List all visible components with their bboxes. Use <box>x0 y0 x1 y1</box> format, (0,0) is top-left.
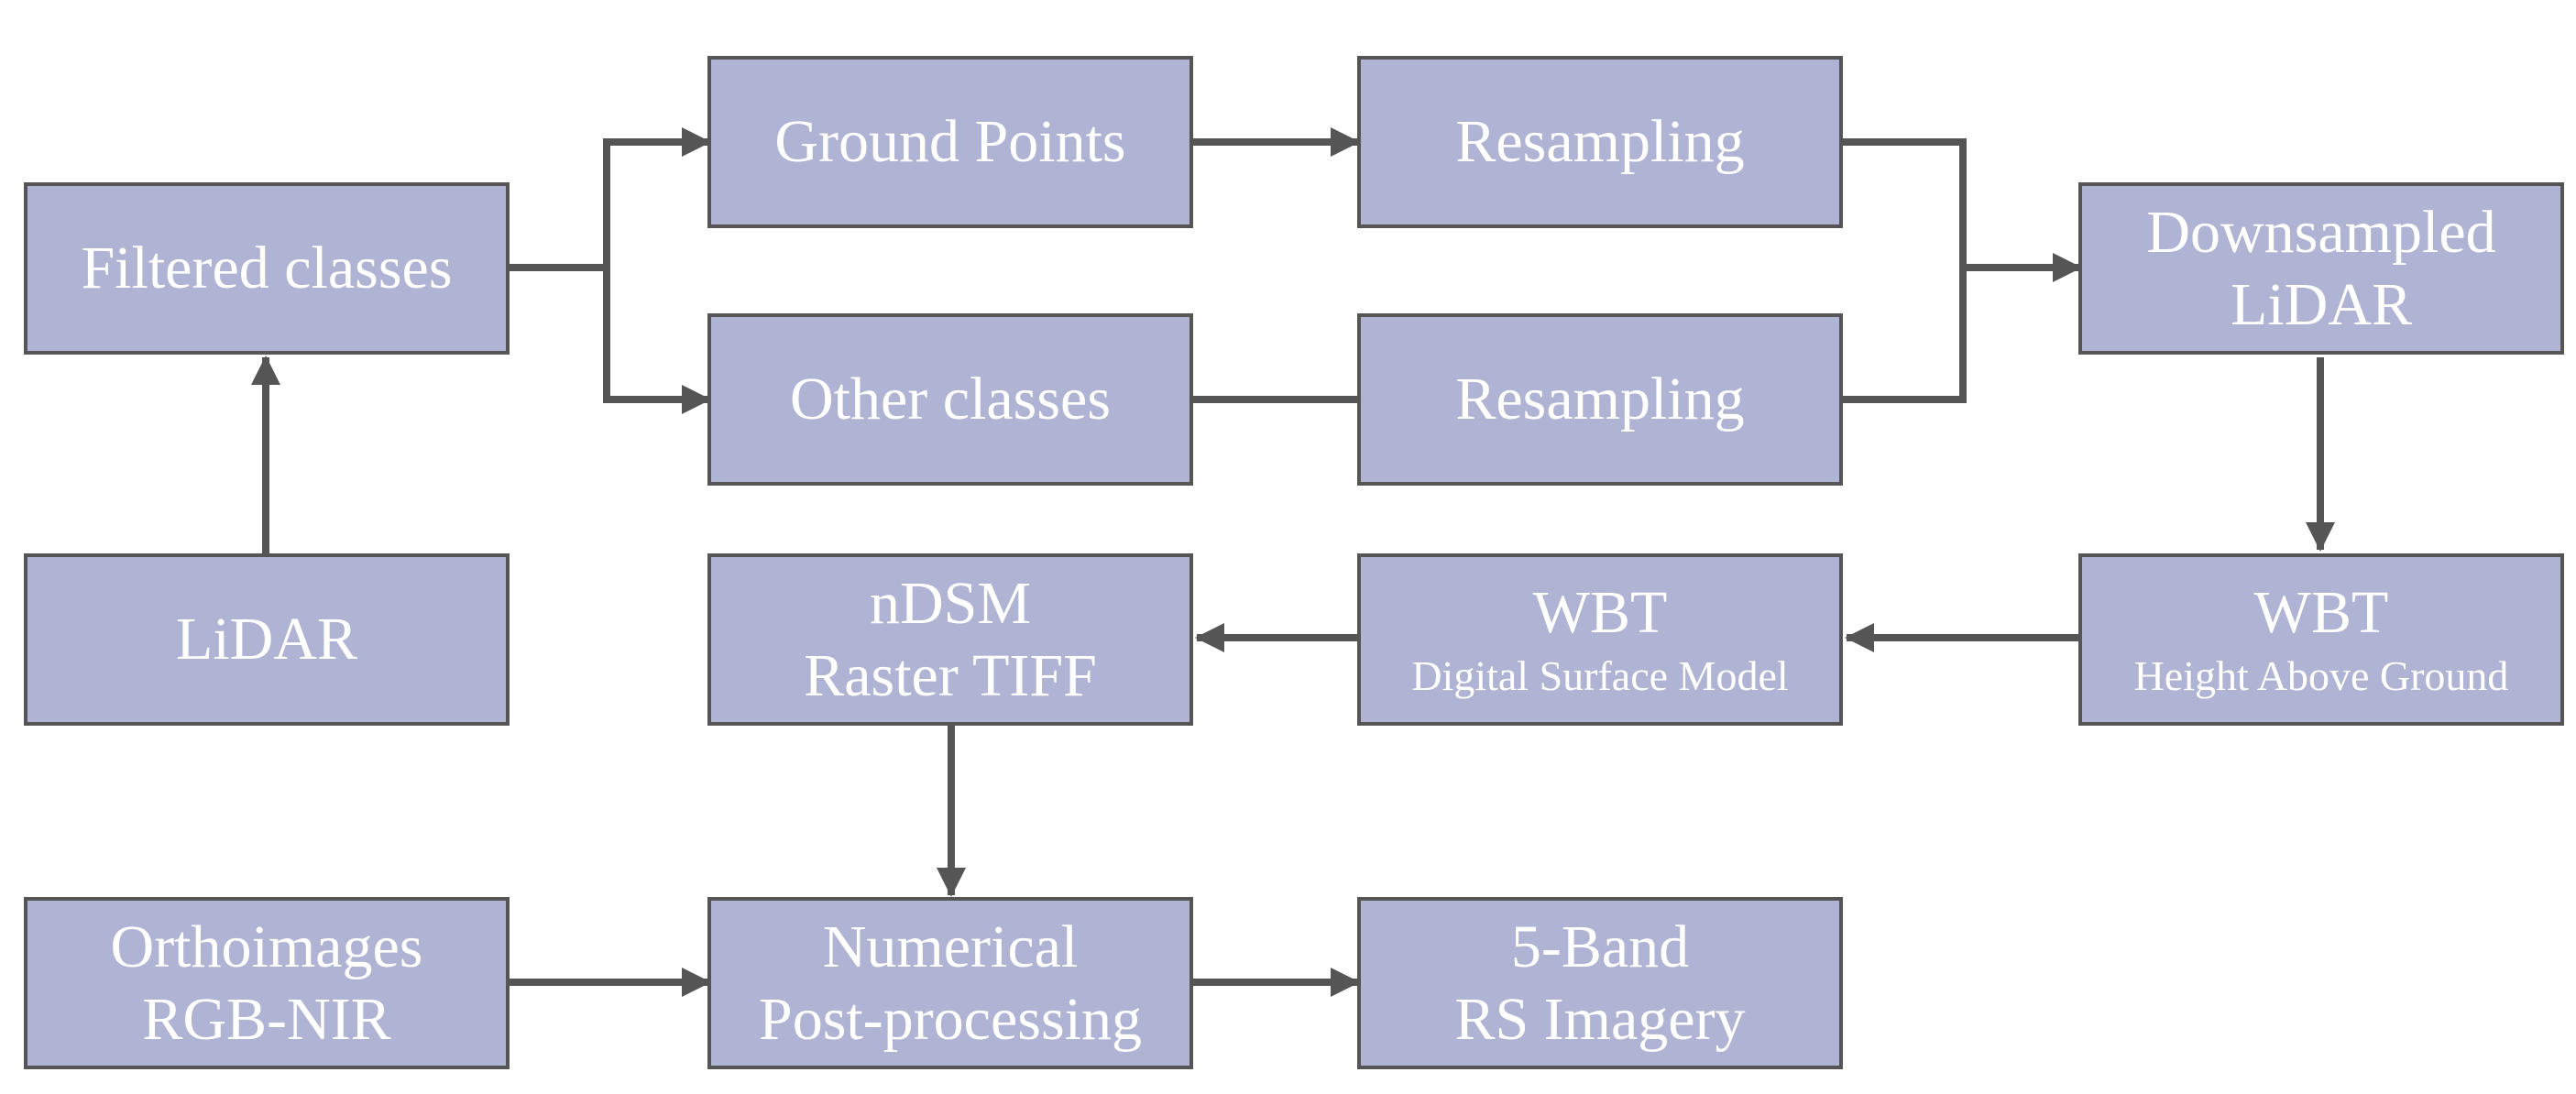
node-resampling-2: Resampling <box>1357 313 1843 486</box>
node-filtered-classes: Filtered classes <box>24 182 510 355</box>
node-ndsm-raster: nDSM Raster TIFF <box>707 553 1193 726</box>
node-numerical-postprocessing: Numerical Post-processing <box>707 897 1193 1069</box>
connector-filtered-to-other <box>603 268 711 414</box>
node-other-classes: Other classes <box>707 313 1193 486</box>
node-numerical-line-1: Numerical <box>822 913 1079 980</box>
node-other-classes-label: Other classes <box>789 366 1112 433</box>
node-ndsm-line-2: Raster TIFF <box>804 642 1097 709</box>
node-5band-line-1: 5-Band <box>1510 913 1690 980</box>
node-wbt-dsm: WBT Digital Surface Model <box>1357 553 1843 726</box>
node-orthoimages: Orthoimages RGB-NIR <box>24 897 510 1069</box>
node-filtered-classes-label: Filtered classes <box>81 235 453 302</box>
node-numerical-line-2: Post-processing <box>759 986 1142 1053</box>
node-downsampled-lidar: Downsampled LiDAR <box>2078 182 2564 355</box>
node-downsampled-lidar-line-1: Downsampled <box>2146 198 2496 266</box>
node-wbt-hag: WBT Height Above Ground <box>2078 553 2564 726</box>
node-resampling-2-label: Resampling <box>1455 366 1745 433</box>
node-wbt-hag-subtitle: Height Above Ground <box>2133 651 2509 699</box>
connector-resampling1-merge <box>1843 138 1967 403</box>
node-5band-line-2: RS Imagery <box>1454 986 1746 1053</box>
node-ndsm-line-1: nDSM <box>869 569 1032 637</box>
node-lidar-label: LiDAR <box>176 606 357 673</box>
node-orthoimages-line-1: Orthoimages <box>110 913 423 980</box>
node-wbt-dsm-title: WBT <box>1532 578 1668 646</box>
node-orthoimages-line-2: RGB-NIR <box>142 986 391 1053</box>
node-ground-points: Ground Points <box>707 56 1193 228</box>
node-wbt-dsm-subtitle: Digital Surface Model <box>1411 651 1789 699</box>
node-resampling-1-label: Resampling <box>1455 108 1745 176</box>
node-downsampled-lidar-line-2: LiDAR <box>2231 271 2412 338</box>
connector-filtered-split <box>510 127 711 271</box>
node-lidar: LiDAR <box>24 553 510 726</box>
node-resampling-1: Resampling <box>1357 56 1843 228</box>
node-wbt-hag-title: WBT <box>2253 578 2389 646</box>
node-ground-points-label: Ground Points <box>774 108 1126 176</box>
node-5band-imagery: 5-Band RS Imagery <box>1357 897 1843 1069</box>
